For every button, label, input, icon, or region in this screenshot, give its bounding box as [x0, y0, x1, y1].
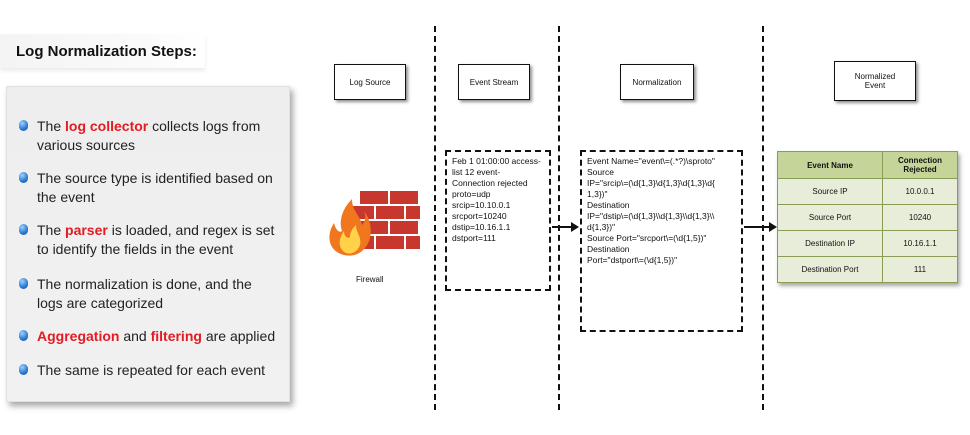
regex-line: 1,3})" — [587, 189, 608, 199]
firewall-icon — [329, 191, 420, 256]
step-item: The log collector collects logs from var… — [19, 117, 281, 155]
log-line: dstip=10.16.1.1 — [452, 222, 511, 232]
bullet-icon — [19, 330, 28, 341]
table-header: Connection Rejected — [882, 151, 958, 179]
step-text: The — [37, 222, 66, 238]
column-label: Event Stream — [469, 77, 519, 87]
step-item: The parser is loaded, and regex is set t… — [19, 221, 281, 259]
step-highlight: parser — [65, 222, 108, 238]
column-label: Event — [864, 81, 886, 90]
column-label: Normalization — [632, 77, 682, 87]
table-cell: Source Port — [777, 204, 883, 231]
normalized-event-header: Normalized Event — [834, 61, 916, 101]
table-cell: 111 — [882, 256, 958, 283]
step-item: The normalization is done, and the logs … — [19, 275, 281, 313]
bullet-icon — [19, 364, 28, 375]
step-text: collects logs from various sources — [37, 118, 261, 153]
arrow-right-icon — [571, 222, 579, 232]
table-cell: Destination Port — [777, 256, 883, 283]
log-source-header: Log Source — [334, 64, 406, 100]
regex-line: Source — [587, 167, 614, 177]
step-item: Aggregation and filtering are applied — [19, 327, 281, 346]
step-highlight: filtering — [150, 328, 202, 344]
event-stream-box: Feb 1 01:00:00 access- list 12 event- Co… — [445, 150, 551, 291]
step-text: is loaded, and regex is set to identify … — [37, 222, 275, 257]
firewall-label: Firewall — [356, 275, 384, 284]
table-row: Destination IP 10.16.1.1 — [777, 230, 958, 257]
table-row: Source Port 10240 — [777, 204, 958, 231]
table-cell: 10240 — [882, 204, 958, 231]
column-label: Log Source — [349, 77, 391, 87]
regex-line: Source Port="srcport\=(\d{1,5})" — [587, 233, 707, 243]
log-line: srcip=10.10.0.1 — [452, 200, 511, 210]
step-text: The — [37, 118, 66, 134]
log-line: Feb 1 01:00:00 access- — [452, 156, 541, 166]
step-item: The same is repeated for each event — [19, 361, 281, 380]
table-cell: 10.0.0.1 — [882, 178, 958, 205]
table-header: Event Name — [777, 151, 883, 179]
regex-line: Destination — [587, 200, 630, 210]
step-highlight: log collector — [65, 118, 149, 134]
step-text: The same is repeated for each event — [37, 362, 266, 378]
log-line: dstport=111 — [452, 233, 496, 243]
normalization-box: Event Name="event\=(.*?)\sproto" Source … — [580, 150, 743, 332]
page-title: Log Normalization Steps: — [16, 43, 197, 60]
regex-line: Destination — [587, 244, 630, 254]
table-cell: Destination IP — [777, 230, 883, 257]
title-banner: Log Normalization Steps: — [0, 34, 205, 68]
step-item: The source type is identified based on t… — [19, 169, 281, 207]
table-row: Source IP 10.0.0.1 — [777, 178, 958, 205]
regex-line: Port="dstport\=(\d{1,5})" — [587, 255, 678, 265]
table-header-row: Event Name Connection Rejected — [777, 151, 958, 179]
event-stream-header: Event Stream — [458, 64, 530, 100]
regex-line: IP="srcip\=(\d{1,3}\d{1,3}\d{1,3}\d{ — [587, 178, 715, 188]
column-label: Normalized — [854, 72, 896, 81]
table-row: Destination Port 111 — [777, 256, 958, 283]
bullet-icon — [19, 172, 28, 183]
table-cell: 10.16.1.1 — [882, 230, 958, 257]
normalization-header: Normalization — [620, 64, 694, 100]
separator-line — [434, 26, 436, 410]
steps-panel: The log collector collects logs from var… — [6, 86, 290, 402]
arrow-shaft — [552, 226, 572, 228]
log-line: srcport=10240 — [452, 211, 507, 221]
bullet-icon — [19, 278, 28, 289]
regex-line: IP="dstip\=(\d{1,3}\\d{1,3}\\d{1,3}\\ — [587, 211, 715, 221]
normalized-event-table: Event Name Connection Rejected Source IP… — [777, 151, 958, 283]
step-text: The source type is identified based on t… — [37, 170, 273, 205]
arrow-right-icon — [769, 222, 777, 232]
regex-line: d{1,3})" — [587, 222, 616, 232]
bullet-icon — [19, 120, 28, 131]
log-line: Connection rejected — [452, 178, 528, 188]
step-text: are applied — [201, 328, 276, 344]
bullet-icon — [19, 224, 28, 235]
log-line: list 12 event- — [452, 167, 501, 177]
separator-line — [558, 26, 560, 410]
log-line: proto=udp — [452, 189, 491, 199]
step-text: The normalization is done, and the logs … — [37, 276, 252, 311]
regex-line: Event Name="event\=(.*?)\sproto" — [587, 156, 715, 166]
step-highlight: Aggregation — [37, 328, 120, 344]
separator-line — [762, 26, 764, 410]
arrow-shaft — [744, 226, 770, 228]
flame-icon — [329, 199, 371, 256]
table-cell: Source IP — [777, 178, 883, 205]
step-text: and — [119, 328, 151, 344]
